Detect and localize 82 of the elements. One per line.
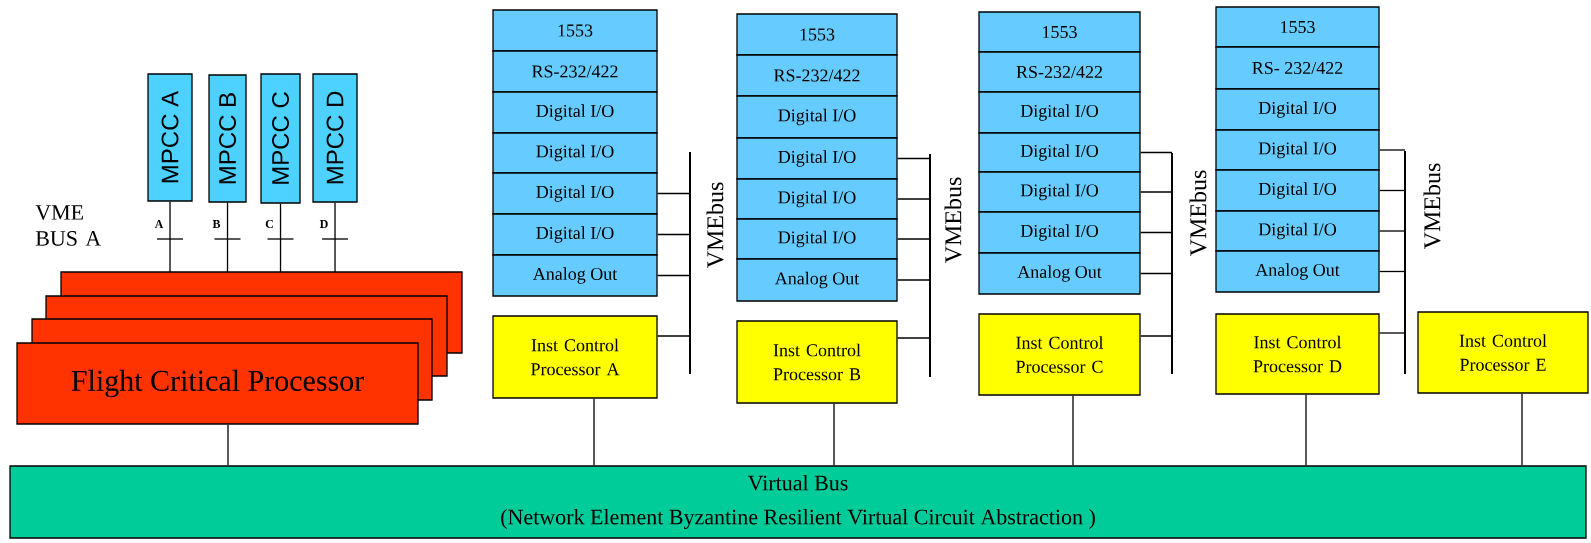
interface-card: Digital I/O [1215, 169, 1380, 212]
mpcc-box: MPCC C [260, 73, 301, 204]
interface-card: Digital I/O [492, 213, 658, 256]
interface-card: Digital I/O [736, 178, 898, 220]
interface-card: Analog Out [1215, 250, 1380, 293]
bus-label: VMEbus [706, 182, 724, 269]
interface-card: Digital I/O [978, 171, 1141, 213]
controller-box: Inst Control Processor C [978, 313, 1141, 396]
connector-line [657, 335, 691, 337]
connector-line [279, 203, 282, 273]
connector-line [593, 398, 595, 466]
connector-line [1140, 191, 1173, 193]
mpcc-box: MPCC B [208, 74, 247, 203]
edge-label: A [153, 219, 165, 229]
interface-card: Digital I/O [736, 137, 898, 180]
connector-line [1379, 270, 1406, 273]
bus-line [1171, 153, 1173, 374]
bus-label: VMEbus [1189, 170, 1207, 257]
interface-card: RS-232/422 [978, 51, 1141, 93]
connector-line [1140, 272, 1173, 275]
controller-box: Inst Control Processor A [492, 315, 658, 399]
connector-line [1379, 149, 1406, 151]
node-label: Flight Critical Processor [71, 369, 364, 398]
bus-line [1404, 151, 1406, 374]
bus-line [689, 152, 691, 374]
edge-label: B [211, 219, 222, 229]
bus-line [929, 154, 931, 377]
connector-line [897, 279, 931, 281]
controller-box: Inst Control Processor D [1215, 313, 1380, 395]
interface-card: Analog Out [736, 258, 898, 302]
interface-card: Digital I/O [492, 132, 658, 174]
connector-line [1379, 332, 1406, 334]
interface-card: Digital I/O [1215, 210, 1380, 252]
connector-line [657, 274, 691, 277]
connector-line [897, 238, 931, 240]
bus-caption: VME BUS A [35, 205, 102, 246]
mpcc-box: MPCC D [312, 73, 358, 203]
processor-stack: Flight Critical Processor [16, 271, 463, 425]
controller-box: Inst Control Processor E [1417, 311, 1589, 394]
connector-line [897, 337, 931, 339]
connector-line [1521, 393, 1523, 466]
connector-line [897, 157, 931, 160]
interface-card: RS-232/422 [492, 50, 658, 93]
connector-line [1140, 335, 1173, 337]
connector-line [334, 202, 336, 273]
connector-line [169, 201, 171, 273]
edge-label: D [318, 219, 330, 229]
connector-line [1072, 395, 1074, 466]
connector-line [1305, 394, 1307, 466]
connector-line [833, 403, 835, 466]
interface-card: RS-232/422 [736, 54, 898, 97]
mpcc-box: MPCC A [147, 73, 193, 202]
interface-card: Digital I/O [1215, 88, 1380, 131]
connector-line [227, 424, 229, 466]
connector-line [1140, 231, 1173, 234]
interface-card: Analog Out [978, 252, 1141, 295]
virtual-bus-box: Virtual Bus (Network Element Byzantine Resilient Virtual Circuit Abstraction ) [9, 465, 1587, 539]
interface-card: Analog Out [492, 254, 658, 297]
connector-line [226, 202, 229, 273]
interface-card: Digital I/O [736, 95, 898, 139]
connector-line [657, 192, 691, 195]
edge-label: C [264, 218, 275, 230]
bus-label: VMEbus [944, 177, 962, 264]
interface-card: Digital I/O [492, 172, 658, 215]
connector-line [1379, 230, 1406, 232]
connector-line [1140, 151, 1173, 154]
interface-card: 1553 [978, 11, 1141, 53]
interface-card: 1553 [1215, 6, 1380, 48]
connector-line [897, 198, 931, 200]
interface-card: Digital I/O [978, 132, 1141, 173]
interface-card: Digital I/O [978, 211, 1141, 254]
controller-box: Inst Control Processor B [736, 320, 898, 404]
bus-label: VMEbus [1423, 163, 1441, 250]
interface-card: Digital I/O [736, 218, 898, 260]
connector-line [657, 233, 691, 236]
interface-card: 1553 [736, 13, 898, 56]
interface-card: RS- 232/422 [1215, 46, 1380, 90]
interface-card: Digital I/O [978, 91, 1141, 134]
interface-card: Digital I/O [1215, 129, 1380, 171]
connector-line [1379, 189, 1406, 192]
interface-card: 1553 [492, 9, 658, 52]
interface-card: Digital I/O [492, 91, 658, 134]
